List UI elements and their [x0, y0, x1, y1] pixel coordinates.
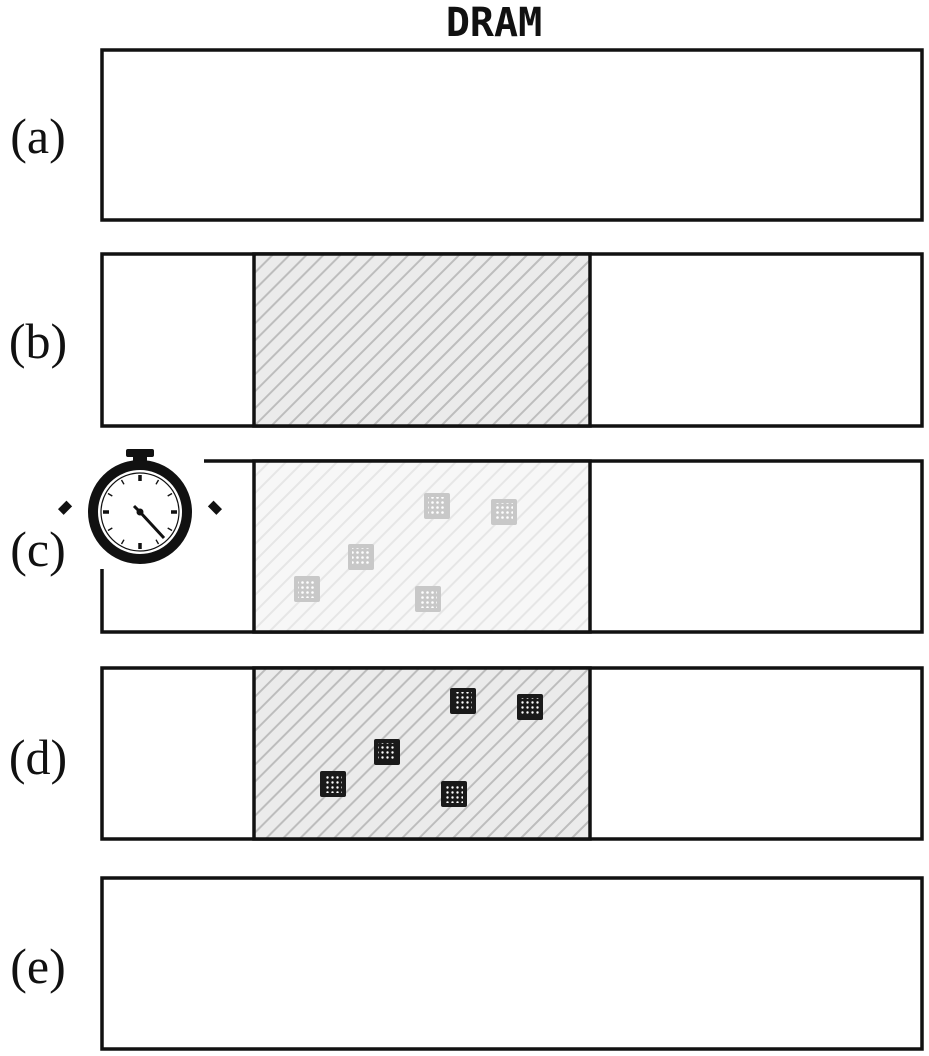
diagram-title: DRAM — [446, 0, 542, 46]
row-label-c: (c) — [10, 521, 66, 577]
row-a: (a) — [10, 48, 924, 222]
chip-icon — [491, 499, 517, 525]
chip-icon — [294, 576, 320, 602]
dram-panel-a — [100, 48, 924, 222]
row-label-d: (d) — [9, 729, 67, 785]
row-e: (e) — [10, 876, 924, 1051]
chip-icon — [424, 493, 450, 519]
dram-panel-e — [100, 876, 924, 1051]
chip-icon — [415, 586, 441, 612]
chip-icon — [517, 694, 543, 720]
row-label-a: (a) — [10, 108, 66, 164]
chip-icon — [441, 781, 467, 807]
chip-group-c — [294, 493, 517, 612]
hatched-region-d — [252, 666, 592, 841]
chip-group-d — [320, 688, 543, 807]
row-label-e: (e) — [10, 938, 66, 994]
chip-icon — [450, 688, 476, 714]
row-b: (b) — [9, 252, 924, 428]
hatched-region-b — [252, 252, 592, 428]
stopwatch-icon — [57, 449, 223, 564]
chip-icon — [348, 544, 374, 570]
chip-icon — [374, 739, 400, 765]
row-d: (d) — [9, 666, 924, 841]
row-c: (c) — [10, 449, 924, 634]
chip-icon — [320, 771, 346, 797]
row-label-b: (b) — [9, 313, 67, 369]
dram-panel-c-outline — [100, 459, 924, 634]
